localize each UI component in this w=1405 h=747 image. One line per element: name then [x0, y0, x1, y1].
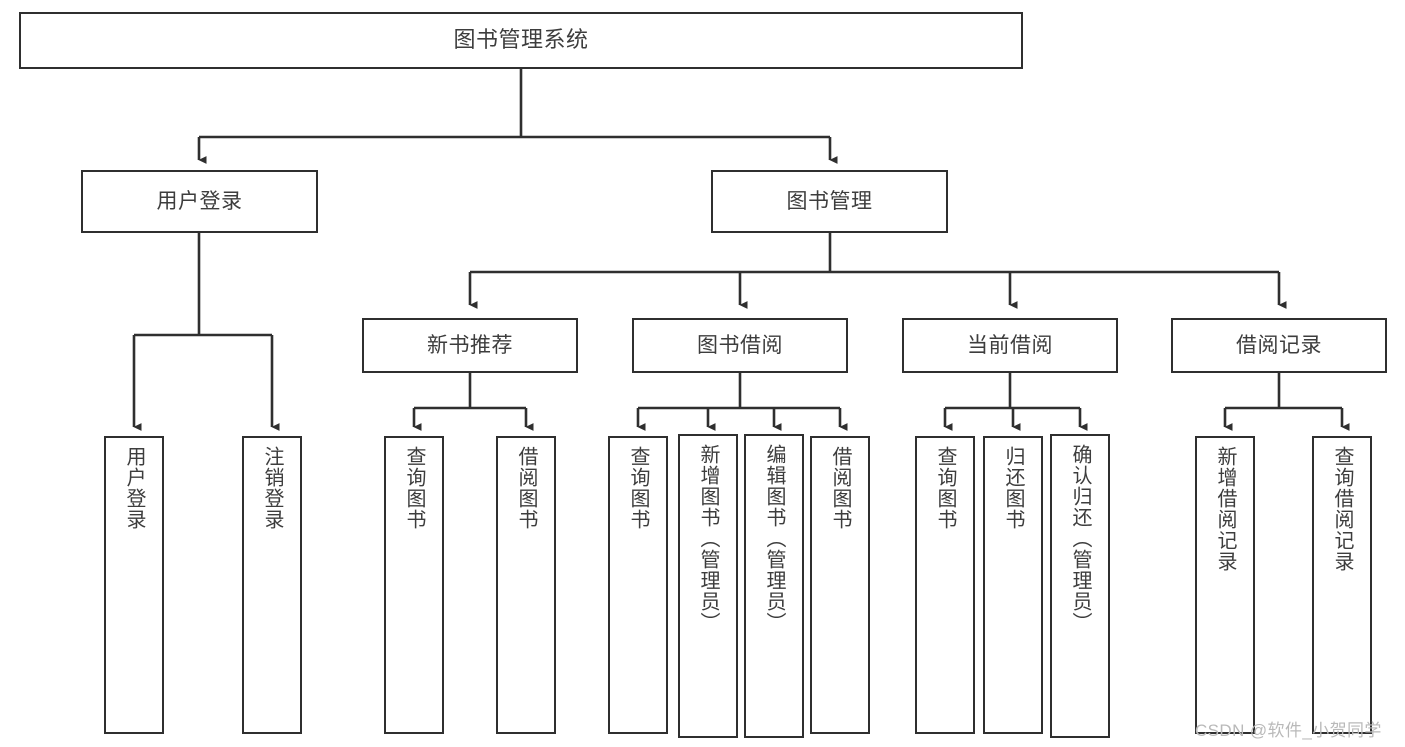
leaf-record-add-record[interactable]: 新增借阅记录	[1195, 436, 1255, 734]
leaf-borrow-edit-book-admin[interactable]: 编辑图书（管理员）	[744, 434, 804, 738]
node-label: 图书管理系统	[453, 27, 589, 53]
node-label: 图书借阅	[697, 333, 783, 357]
leaf-user-login[interactable]: 用户登录	[104, 436, 164, 734]
node-label: 注销登录	[261, 446, 283, 530]
node-new-book-recommend[interactable]: 新书推荐	[362, 318, 578, 373]
node-label: 查询图书	[403, 446, 425, 530]
leaf-borrow-query-book[interactable]: 查询图书	[608, 436, 668, 734]
node-label: 查询借阅记录	[1331, 446, 1353, 572]
node-root-book-management-system[interactable]: 图书管理系统	[19, 12, 1023, 69]
node-user-login[interactable]: 用户登录	[81, 170, 318, 233]
node-label: 新书推荐	[427, 333, 513, 357]
leaf-record-query-record[interactable]: 查询借阅记录	[1312, 436, 1372, 734]
leaf-borrow-borrow-book[interactable]: 借阅图书	[810, 436, 870, 734]
node-label: 新增借阅记录	[1214, 446, 1236, 572]
node-label: 借阅图书	[515, 446, 537, 530]
csdn-watermark: CSDN @软件_小贺同学	[1195, 721, 1382, 740]
node-book-management[interactable]: 图书管理	[711, 170, 948, 233]
leaf-current-return-book[interactable]: 归还图书	[983, 436, 1043, 734]
node-label: 查询图书	[627, 446, 649, 530]
node-current-borrow[interactable]: 当前借阅	[902, 318, 1118, 373]
leaf-recommend-borrow-book[interactable]: 借阅图书	[496, 436, 556, 734]
node-borrow-record[interactable]: 借阅记录	[1171, 318, 1387, 373]
node-label: 借阅记录	[1236, 333, 1322, 357]
leaf-current-query-book[interactable]: 查询图书	[915, 436, 975, 734]
node-label: 新增图书（管理员）	[697, 444, 719, 633]
node-label: 用户登录	[156, 189, 243, 213]
node-label: 用户登录	[123, 446, 145, 530]
node-label: 当前借阅	[967, 333, 1053, 357]
node-label: 查询图书	[934, 446, 956, 530]
leaf-user-logout[interactable]: 注销登录	[242, 436, 302, 734]
node-label: 编辑图书（管理员）	[763, 444, 785, 633]
leaf-current-confirm-return-admin[interactable]: 确认归还（管理员）	[1050, 434, 1110, 738]
node-label: 借阅图书	[829, 446, 851, 530]
leaf-borrow-add-book-admin[interactable]: 新增图书（管理员）	[678, 434, 738, 738]
node-label: 图书管理	[786, 189, 873, 213]
node-label: 归还图书	[1002, 446, 1024, 530]
node-book-borrow[interactable]: 图书借阅	[632, 318, 848, 373]
leaf-recommend-query-book[interactable]: 查询图书	[384, 436, 444, 734]
node-label: 确认归还（管理员）	[1069, 444, 1091, 633]
